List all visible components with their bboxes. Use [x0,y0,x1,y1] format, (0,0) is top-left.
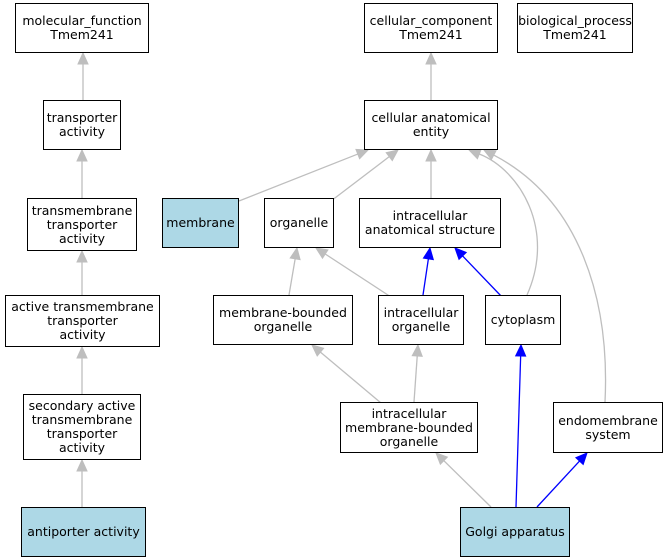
arrowhead-mbo-to-org [289,246,301,261]
arrowhead-golgi-to-imbo [435,452,449,466]
edge-imbo-to-mbo [320,351,382,404]
arrowhead-io-to-org [314,247,329,260]
arrowhead-atta-to-tta [76,249,88,263]
arrowhead-golgi-to-ems [574,452,588,466]
edge-imbo-to-io [413,355,418,403]
edge-cyto-to-ias [462,255,503,298]
edge-io-to-org [324,253,392,298]
edge-ems-to-cae [493,154,607,403]
arrowhead-cae-to-cc [425,51,437,65]
arrowhead-imbo-to-io [411,343,423,357]
node-cytoplasm: cytoplasm [485,295,561,345]
node-biological-process: biological_process Tmem241 [517,3,633,53]
node-intracellular-anatomical-structure: intracellular anatomical structure [359,198,501,248]
edge-mbo-to-org [288,258,296,296]
arrowhead-io-to-ias [422,246,435,261]
node-transmembrane-transporter-activity: transmembrane transporter activity [27,198,137,251]
node-antiporter-activity: antiporter activity [21,507,146,557]
node-cellular-anatomical-entity: cellular anatomical entity [364,100,498,150]
node-golgi-apparatus: Golgi apparatus [460,507,570,557]
edge-org-to-cae [330,156,390,202]
edge-cyto-to-cae [479,153,538,296]
arrowhead-aa-to-satta [76,458,88,472]
arrowhead-ta-to-mf [77,51,89,65]
arrowhead-ias-to-cae [425,148,437,162]
node-molecular-function: molecular_function Tmem241 [15,3,149,53]
edge-golgi-to-ems [536,460,581,508]
node-endomembrane-system: endomembrane system [553,402,663,453]
node-intracellular-organelle: intracellular organelle [378,295,464,345]
arrowhead-satta-to-atta [76,345,88,359]
node-intracellular-membrane-bounded-organelle: intracellular membrane-bounded organelle [340,402,478,453]
arrowhead-imbo-to-mbo [311,344,325,357]
arrowhead-org-to-cae [385,149,399,162]
node-transporter-activity: transporter activity [43,100,121,150]
edge-golgi-to-cyto [515,355,522,508]
edge-mem-to-cae [238,153,359,202]
node-secondary-active-transmembrane-transporter-activity: secondary active transmembrane transport… [23,394,141,460]
arrowhead-golgi-to-cyto [514,343,527,357]
arrowhead-ems-to-cae [482,149,497,161]
node-organelle: organelle [264,198,334,248]
node-membrane: membrane [162,198,239,248]
edge-golgi-to-imbo [443,460,492,508]
node-active-transmembrane-transporter-activity: active transmembrane transporter activit… [5,295,160,347]
edge-io-to-ias [422,258,430,296]
arrowhead-tta-to-ta [76,148,88,162]
node-membrane-bounded-organelle: membrane-bounded organelle [213,295,353,345]
node-cellular-component: cellular_component Tmem241 [364,3,498,53]
